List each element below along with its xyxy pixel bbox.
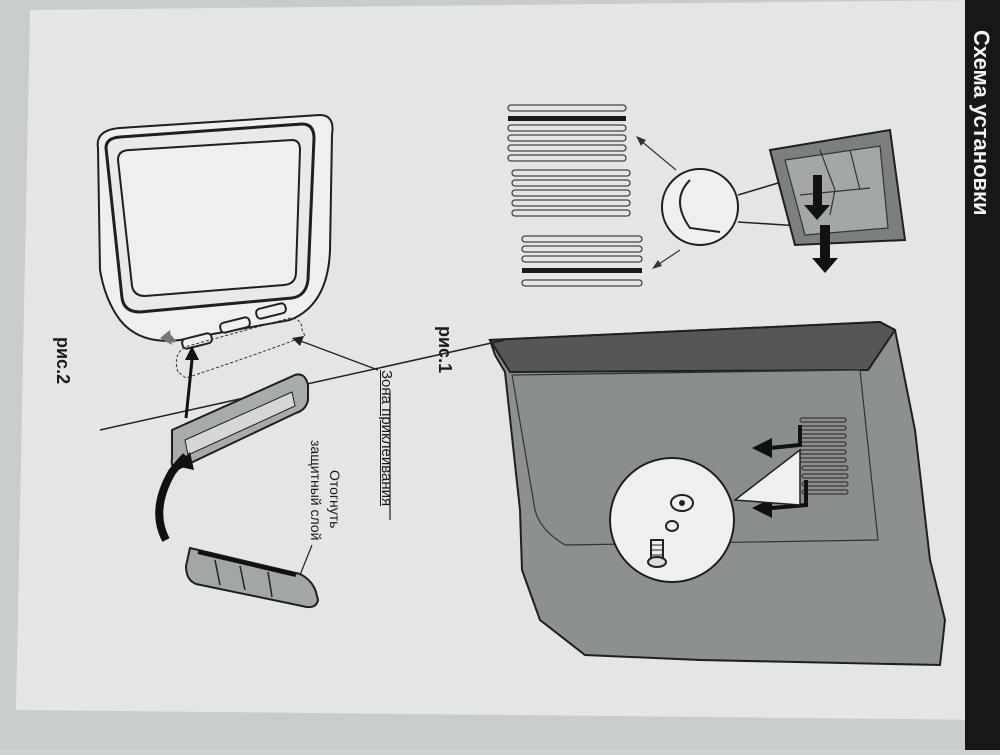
adhesive-zone-label: Зона приклеивания	[378, 370, 395, 507]
monitor-screen	[116, 138, 302, 298]
adhesive-zone-outline	[175, 317, 306, 379]
figure2-caption: рис.2	[53, 337, 73, 385]
down-arrow-icon	[812, 225, 838, 273]
mount-slot	[219, 316, 251, 334]
up-arrow-icon	[185, 346, 199, 360]
figure1-caption: рис.1	[435, 326, 455, 374]
left-arrow-icon	[160, 330, 172, 345]
left-arrow-icon	[752, 438, 772, 458]
header-bar	[965, 0, 1000, 750]
figure2-group	[96, 113, 506, 609]
vent-slot-pattern	[507, 104, 643, 287]
vent-slot-dark	[522, 268, 642, 273]
mount-slot	[255, 302, 287, 320]
down-arrow-icon	[804, 175, 830, 220]
mount-slot	[181, 332, 213, 350]
peel-label-line2: защитный слой	[308, 440, 324, 541]
vent-slot-dark	[508, 116, 626, 121]
peel-label-line1: Отогнуть	[327, 470, 343, 529]
mount-backside	[184, 546, 320, 609]
washer-icon	[670, 494, 694, 512]
magnifier-circle	[661, 168, 739, 246]
figure1-group	[488, 104, 947, 667]
washer-icon	[665, 520, 679, 532]
page-title: Схема установки	[969, 30, 994, 216]
